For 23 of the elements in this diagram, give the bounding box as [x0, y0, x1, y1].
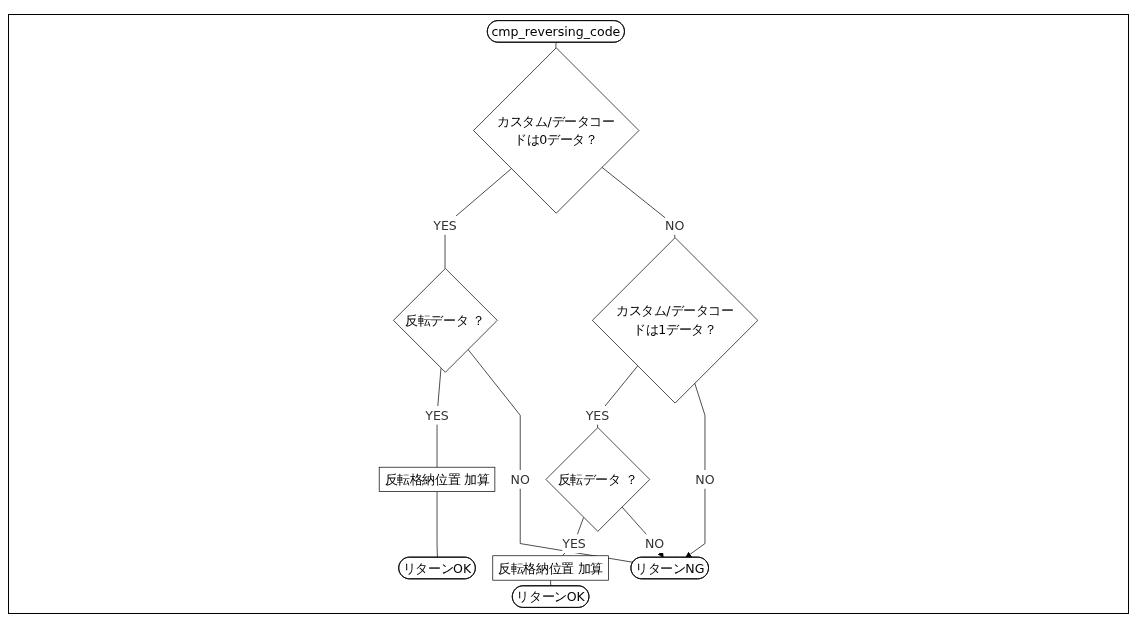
edge-label: YES [562, 536, 586, 551]
diagram-frame: YES YES NO YES YES NO NO NO cmp_reversing_code カスタム/データコードは0データ？ 反転データ ？ 反転格納位置 加算 リターンOK カスタム/データコードは1データ？ 反転データ ？ 反転格納位置 加算 リターンOK リターンNG [8, 14, 1129, 614]
connector [601, 166, 676, 238]
edge-label: NO [644, 536, 665, 551]
node-box [492, 555, 609, 581]
connector [550, 579, 552, 587]
edge-label: YES [585, 407, 610, 423]
node-box [378, 466, 496, 492]
connector [436, 367, 442, 468]
node-diamond [592, 237, 759, 404]
node-diamond [473, 47, 640, 214]
connector [555, 42, 557, 49]
edge-label: YES [425, 407, 449, 423]
connector [436, 491, 438, 558]
connector [467, 349, 634, 563]
edge-label: NO [510, 472, 530, 487]
node-diamond [545, 427, 651, 532]
connector [444, 168, 512, 269]
edge-label: YES [433, 218, 457, 233]
connector [597, 365, 638, 428]
edge-label: NO [695, 472, 715, 487]
node-diamond [393, 268, 498, 373]
edge-label: NO [665, 218, 685, 233]
